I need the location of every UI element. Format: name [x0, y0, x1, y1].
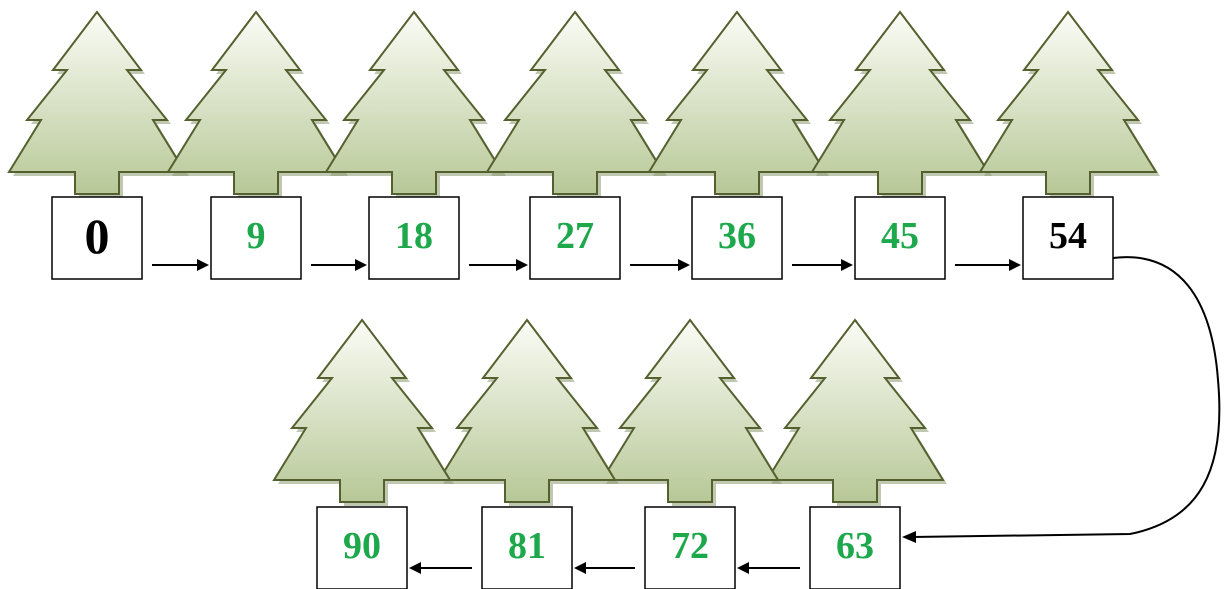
fir-tree-icon: [978, 10, 1160, 198]
arrow-icon: [409, 562, 472, 574]
box-outline: [368, 196, 460, 280]
box-outline: [1022, 196, 1114, 280]
number-box: 27: [529, 196, 621, 280]
number-box: 54: [1022, 196, 1114, 280]
box-outline: [210, 196, 302, 280]
box-outline: [529, 196, 621, 280]
fir-tree-icon: [810, 10, 992, 198]
number-box: 0: [51, 196, 143, 280]
box-outline: [481, 506, 573, 589]
arrow-icon: [630, 259, 690, 271]
number-box: 18: [368, 196, 460, 280]
trees-layer: [7, 10, 1160, 506]
number-label: 63: [836, 525, 874, 567]
fir-tree-icon: [166, 10, 348, 198]
arrow-icon: [955, 259, 1021, 271]
number-box: 45: [854, 196, 946, 280]
fir-tree-icon: [324, 10, 506, 198]
arrow-icon: [311, 259, 367, 271]
box-outline: [51, 196, 143, 280]
number-label: 72: [671, 525, 709, 567]
arrow-icon: [737, 562, 800, 574]
connectors-layer: [152, 256, 1221, 574]
arrow-icon: [792, 259, 853, 271]
fir-tree-icon: [600, 318, 782, 506]
fir-tree-icon: [272, 318, 454, 506]
number-label: 27: [556, 215, 594, 257]
number-label: 45: [881, 215, 919, 257]
number-label: 9: [247, 215, 266, 257]
number-box: 81: [481, 506, 573, 589]
fir-tree-icon: [7, 10, 189, 198]
number-box: 90: [316, 506, 408, 589]
number-box: 36: [691, 196, 783, 280]
box-outline: [316, 506, 408, 589]
fir-tree-icon: [437, 318, 619, 506]
box-outline: [854, 196, 946, 280]
number-label: 36: [718, 215, 756, 257]
number-label: 90: [343, 525, 381, 567]
arrow-icon: [152, 259, 209, 271]
number-box: 9: [210, 196, 302, 280]
number-label: 18: [395, 215, 433, 257]
arrow-icon: [469, 259, 528, 271]
number-label: 81: [508, 525, 546, 567]
number-box: 63: [809, 506, 901, 589]
fir-tree-icon: [765, 318, 947, 506]
fir-tree-icon: [485, 10, 667, 198]
arrow-icon: [574, 562, 635, 574]
number-label: 0: [85, 208, 110, 264]
number-boxes-layer: 0 9 18 27 36 45 54 63 72 81 90: [51, 196, 1114, 589]
box-outline: [691, 196, 783, 280]
number-box: 72: [644, 506, 736, 589]
box-outline: [644, 506, 736, 589]
fir-tree-icon: [647, 10, 829, 198]
box-outline: [809, 506, 901, 589]
curved-arrow-connector: [902, 256, 1221, 543]
number-label: 54: [1049, 215, 1087, 257]
